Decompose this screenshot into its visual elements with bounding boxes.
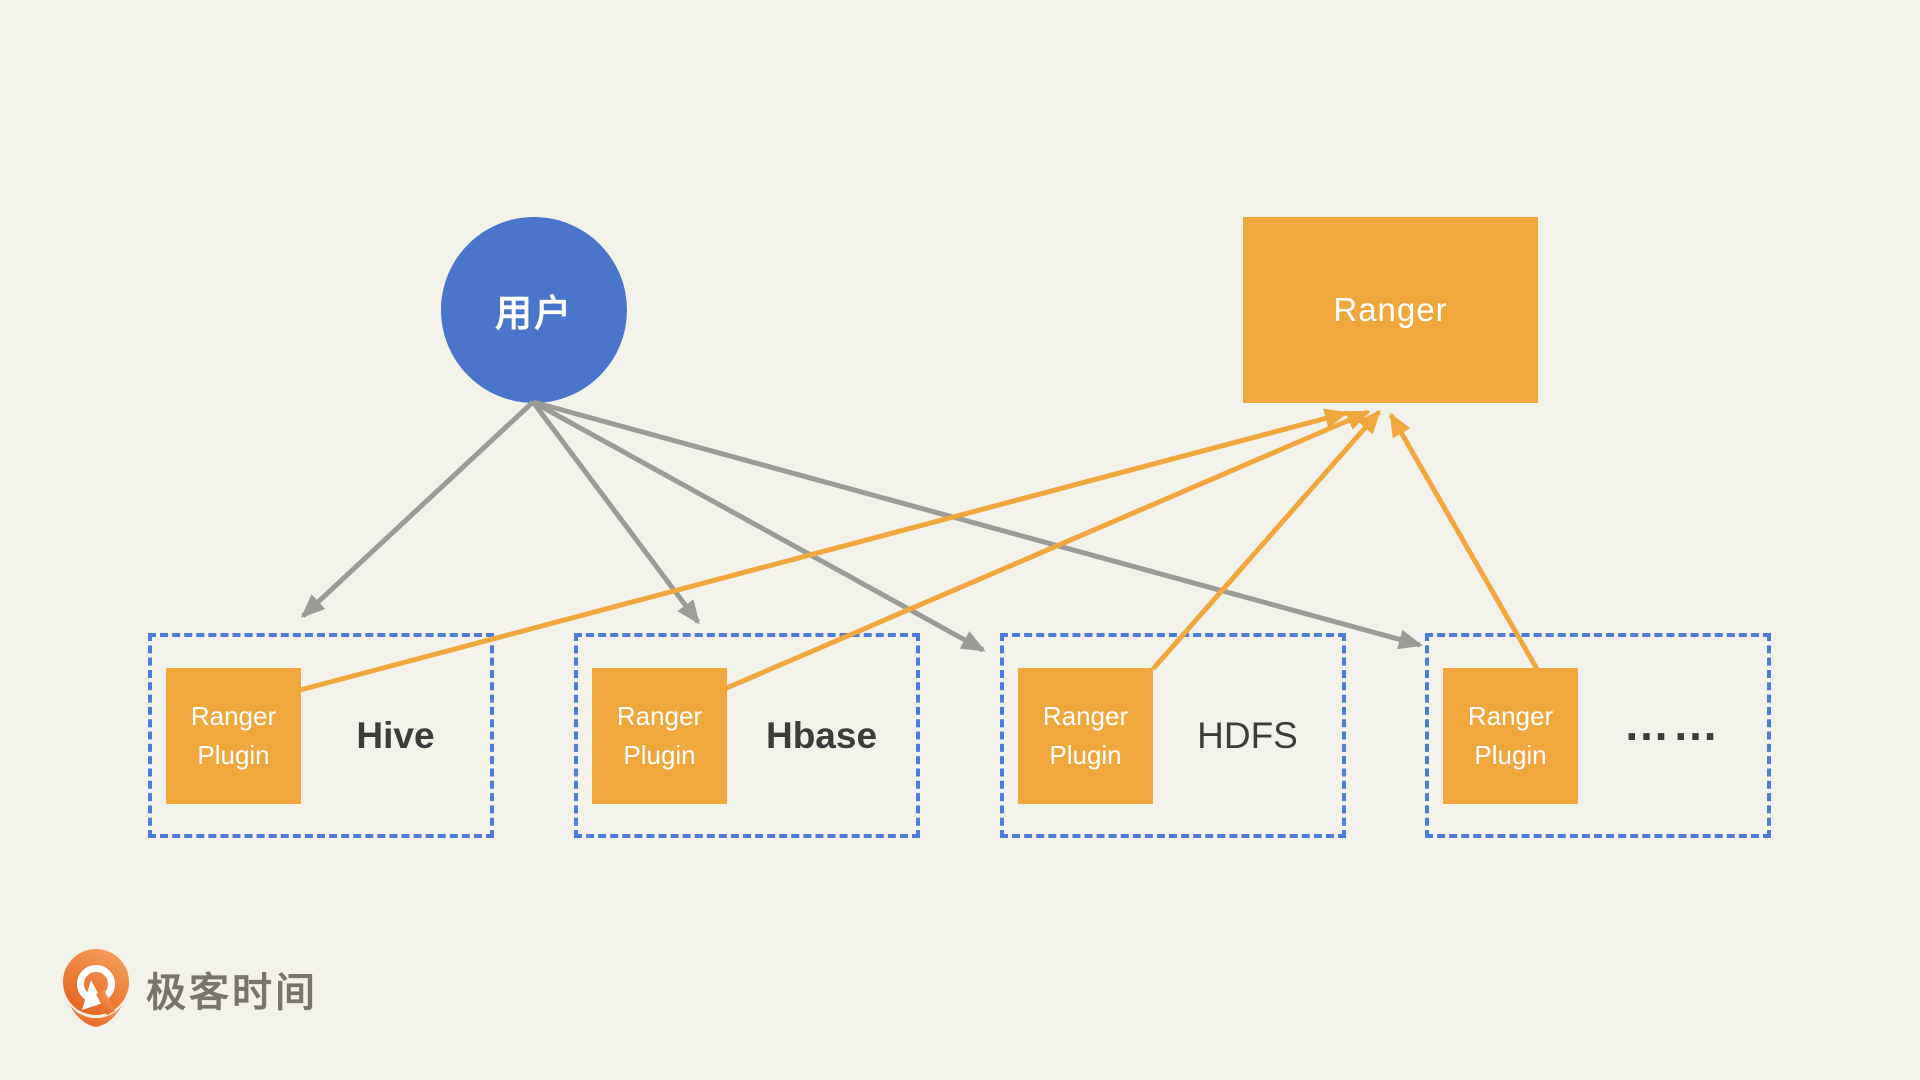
geektime-logo: 极客时间	[60, 948, 318, 1030]
service-label-hdfs: HDFS	[1197, 714, 1298, 756]
service-box-hbase: Ranger Plugin Hbase	[574, 633, 920, 838]
ranger-node: Ranger	[1243, 217, 1538, 403]
hbase-ranger-plugin-node: Ranger Plugin	[592, 667, 727, 804]
service-label-others: ……	[1623, 697, 1722, 750]
hdfs-ranger-plugin-node: Ranger Plugin	[1018, 667, 1153, 804]
service-box-others: Ranger Plugin ……	[1425, 633, 1771, 838]
edge-hdfs-plugin-to-ranger	[1151, 409, 1381, 671]
user-node: 用户	[441, 217, 627, 403]
service-label-hive: Hive	[356, 714, 435, 756]
user-label: 用户	[495, 293, 573, 334]
service-box-hive: Ranger Plugin Hive	[148, 633, 494, 838]
edge-user-to-hdfs	[531, 399, 986, 653]
ranger-label: Ranger	[1333, 291, 1448, 328]
edge-user-to-others	[532, 399, 1423, 650]
hive-ranger-plugin-node: Ranger Plugin	[166, 667, 301, 804]
service-box-hdfs: Ranger Plugin HDFS	[1000, 633, 1346, 838]
geektime-logo-icon	[63, 949, 129, 1027]
others-ranger-plugin-node: Ranger Plugin	[1443, 667, 1578, 804]
edge-others-plugin-to-ranger	[1388, 412, 1540, 671]
edge-user-to-hive	[300, 400, 535, 619]
geektime-logo-text: 极客时间	[146, 971, 318, 1015]
service-label-hbase: Hbase	[765, 714, 878, 756]
edge-user-to-hbase	[531, 400, 700, 625]
